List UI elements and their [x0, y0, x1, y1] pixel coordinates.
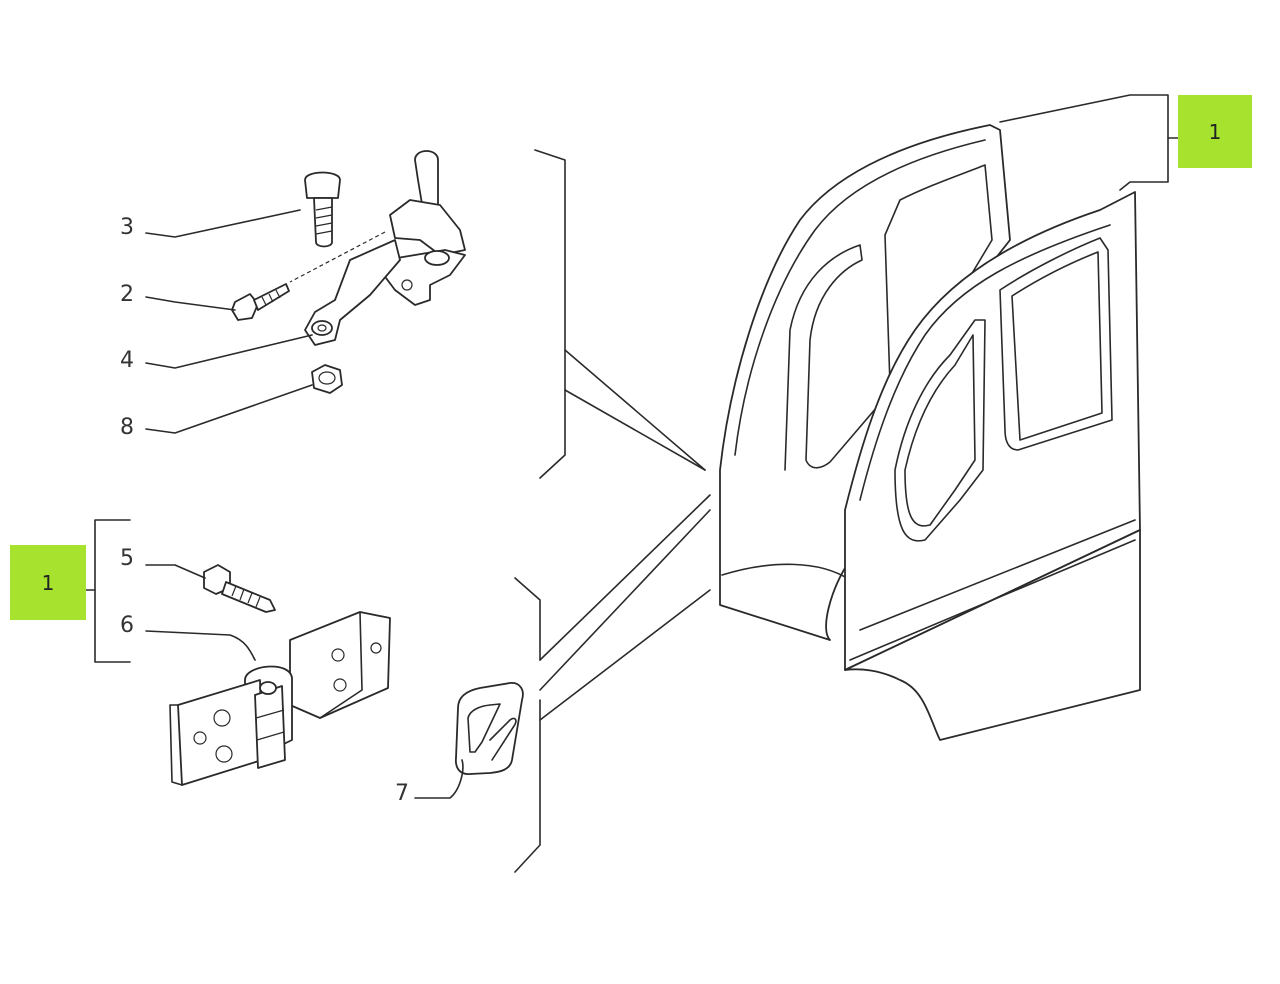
callout-1-top-leader	[999, 94, 1179, 191]
callout-4: 4	[120, 348, 134, 373]
rear-door-panel	[719, 124, 1011, 641]
bracket-upper	[534, 149, 706, 479]
callout-5: 5	[120, 546, 134, 571]
nut-part-8	[311, 364, 343, 394]
screw-part-5	[203, 564, 276, 613]
callout-badge-1-top: 1	[1178, 95, 1252, 168]
callout-8: 8	[120, 415, 134, 440]
callout-6: 6	[120, 613, 134, 638]
callout-leaders	[145, 209, 464, 799]
callout-2: 2	[120, 282, 134, 307]
screw-part-2	[231, 283, 290, 321]
bracket-lower	[514, 494, 711, 873]
door-hinge-part-6	[169, 611, 391, 786]
callout-3: 3	[120, 215, 134, 240]
front-door-panel	[844, 191, 1141, 741]
bolt-part-3	[304, 171, 341, 248]
door-check-strap-assembly	[289, 150, 466, 346]
callout-badge-1-left: 1	[10, 545, 86, 620]
clip-part-7	[455, 682, 524, 775]
bracket-left	[85, 519, 131, 663]
callout-7: 7	[395, 781, 409, 806]
